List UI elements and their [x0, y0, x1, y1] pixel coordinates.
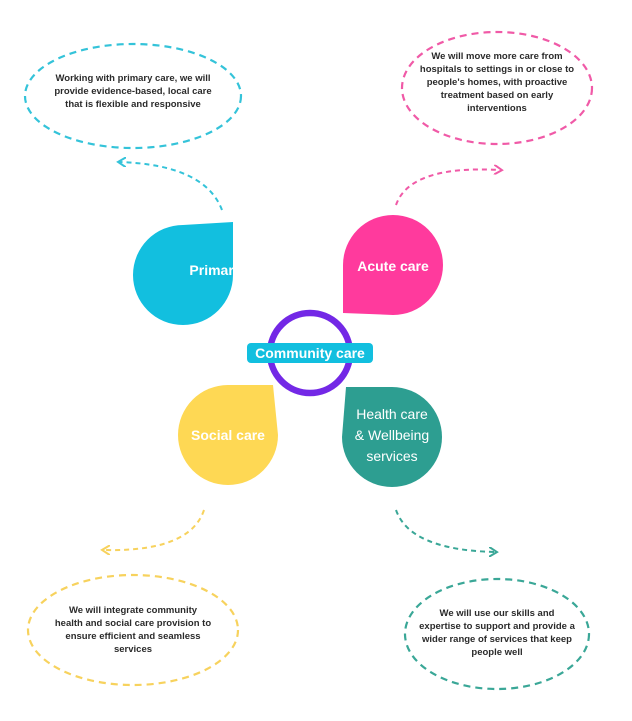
primary-care-connector-arrow	[120, 162, 223, 211]
health-care-bubble	[403, 577, 591, 691]
health-care-label-line-3: services	[366, 448, 418, 464]
acute-care-description-line-3: people's homes, with proactive	[426, 77, 568, 88]
social-care-label: Social care	[191, 427, 265, 443]
social-care-description-line-1: We will integrate community	[68, 605, 198, 616]
health-care-description: We will use our skills and expertise to …	[407, 607, 587, 659]
health-care-description-line-3: wider range of services that keep	[422, 634, 572, 645]
health-care-label-line-2: & Wellbeing	[354, 427, 430, 443]
acute-care-description: We will move more care from hospitals to…	[407, 50, 587, 115]
health-care-description-line-2: expertise to support and provide a	[419, 621, 575, 632]
health-care-description-line-4: people well	[471, 647, 523, 658]
acute-care-bubble	[400, 30, 594, 146]
acute-care-description-line-5: interventions	[467, 103, 527, 114]
primary-care-label: Primary Care	[189, 262, 277, 278]
acute-care-label: Acute care	[357, 258, 429, 274]
primary-care-description-line-3: that is flexible and responsive	[65, 99, 201, 110]
social-care-bubble	[26, 573, 240, 687]
acute-care-connector-arrow	[395, 169, 500, 206]
health-care-label-line-1: Health care	[356, 406, 428, 422]
primary-care-description-line-1: Working with primary care, we will	[55, 73, 211, 84]
social-care-description: We will integrate community health and s…	[38, 604, 228, 656]
acute-care-petal	[343, 215, 443, 315]
health-care-petal	[342, 387, 442, 487]
health-care-connector-arrow	[395, 509, 495, 552]
social-care-connector-arrow	[104, 509, 205, 550]
primary-care-description-line-2: provide evidence-based, local care	[54, 86, 212, 97]
acute-care-description-line-4: treatment based on early	[440, 90, 554, 101]
social-care-description-line-2: health and social care provision to	[54, 618, 212, 629]
health-care-description-line-1: We will use our skills and	[439, 608, 555, 619]
health-care-label: Health care & Wellbeing services	[342, 404, 442, 467]
primary-care-petal	[133, 222, 233, 325]
social-care-description-line-4: services	[113, 644, 153, 655]
primary-care-description: Working with primary care, we will provi…	[33, 72, 233, 111]
community-care-label: Community care	[247, 343, 373, 363]
social-care-petal	[178, 385, 278, 485]
primary-care-bubble	[23, 42, 243, 150]
acute-care-description-line-1: We will move more care from	[431, 51, 563, 62]
acute-care-description-line-2: hospitals to settings in or close to	[419, 64, 575, 75]
social-care-description-line-3: ensure efficient and seamless	[65, 631, 201, 642]
